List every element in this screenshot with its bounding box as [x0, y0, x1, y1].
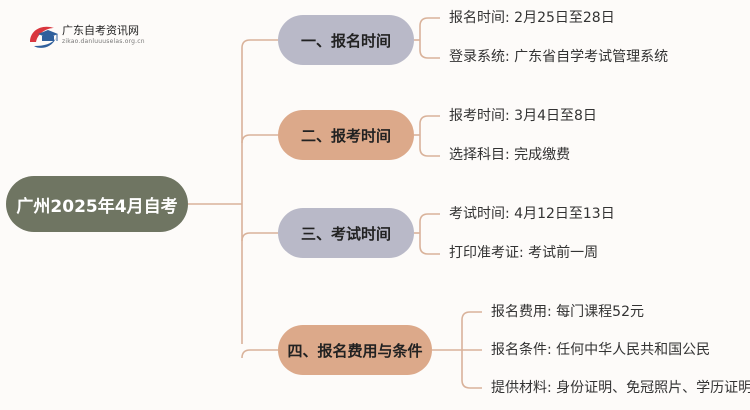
- graduation-cap-icon: [30, 26, 58, 48]
- logo-subtitle: zikao.danluuuselas.org.cn: [62, 38, 145, 45]
- leaf-2-2: 选择科目: 完成缴费: [449, 147, 571, 163]
- leaf-1-1-connector: [419, 17, 440, 27]
- leaf-2-2-connector: [419, 147, 440, 157]
- leaf-4-1: 报名费用: 每门课程52元: [491, 304, 644, 320]
- branch-application-time: 二、报考时间: [278, 110, 414, 160]
- leaf-3-1: 考试时间: 4月12日至13日: [449, 206, 615, 222]
- trunk-to-branch-4: [241, 349, 278, 359]
- root-node: 广州2025年4月自考: [6, 176, 188, 232]
- leaf-3-1-connector: [419, 213, 440, 223]
- trunk-to-branch-2: [241, 134, 278, 144]
- leaf-2-1: 报考时间: 3月4日至8日: [449, 108, 597, 124]
- leaf-1-1: 报名时间: 2月25日至28日: [449, 10, 615, 26]
- leaf-2-1-connector: [419, 115, 440, 125]
- leaf-1-2-connector: [419, 49, 440, 59]
- leaf-4-1-connector: [461, 311, 482, 321]
- leaf-4-3-connector: [461, 379, 482, 389]
- leaf-3-2-connector: [419, 245, 440, 255]
- trunk-to-branch-3: [241, 232, 278, 242]
- leaf-3-2: 打印准考证: 考试前一周: [449, 245, 599, 261]
- branch-exam-time: 三、考试时间: [278, 208, 414, 258]
- trunk-to-branch-1: [241, 39, 278, 49]
- logo-title: 广东自考资讯网: [62, 24, 139, 37]
- branch-registration-time: 一、报名时间: [278, 15, 414, 65]
- leaf-4-2: 报名条件: 任何中华人民共和国公民: [491, 342, 711, 358]
- leaf-4-3: 提供材料: 身份证明、免冠照片、学历证明: [491, 380, 750, 396]
- branch-fees-conditions: 四、报名费用与条件: [278, 325, 432, 375]
- site-logo: 广东自考资讯网 zikao.danluuuselas.org.cn: [26, 20, 156, 54]
- leaf-1-2: 登录系统: 广东省自学考试管理系统: [449, 49, 669, 65]
